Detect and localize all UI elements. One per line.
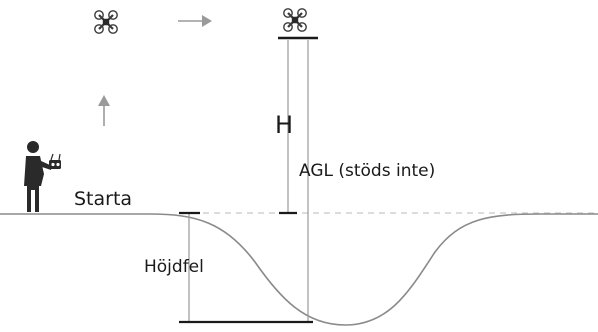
pilot-with-remote-controller-icon xyxy=(24,141,61,212)
drone-end-icon xyxy=(282,7,308,33)
altitude-error-label: Höjdfel xyxy=(144,257,204,277)
start-label: Starta xyxy=(74,188,133,210)
height-label: H xyxy=(275,111,294,139)
drone-start-icon xyxy=(93,9,119,35)
arrow-right-icon xyxy=(178,15,212,27)
arrow-up-icon xyxy=(98,95,110,126)
terrain-profile xyxy=(0,213,598,326)
agl-label: AGL (stöds inte) xyxy=(299,161,436,181)
